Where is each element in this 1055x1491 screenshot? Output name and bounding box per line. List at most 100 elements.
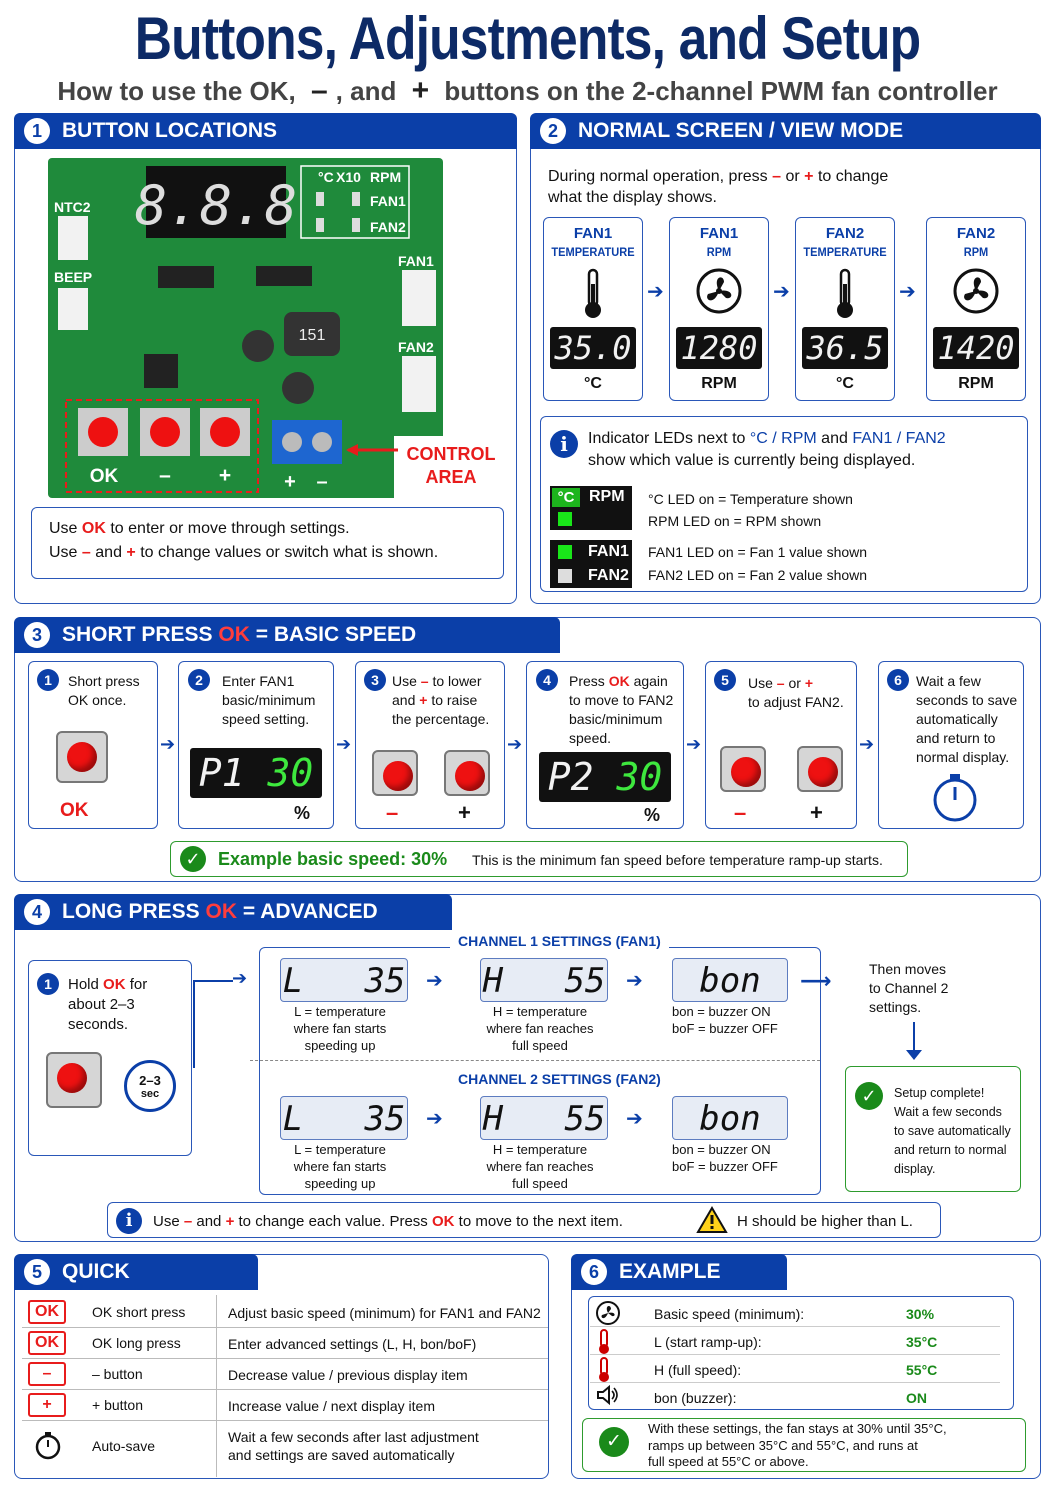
quick-ref-desc: Enter advanced settings (L, H, bon/boF) xyxy=(228,1335,476,1353)
short-arrow-2: ➔ xyxy=(336,734,352,754)
view-card-title: FAN2 xyxy=(825,225,865,242)
section2-title: NORMAL SCREEN / VIEW MODE xyxy=(578,119,904,142)
summary-l2: ramps up between 35°C and 55°C, and runs… xyxy=(648,1437,918,1453)
hold-pre: Hold xyxy=(68,976,99,993)
pcb-led xyxy=(352,192,360,206)
example-summary-text: With these settings, the fan stays at 30… xyxy=(648,1421,947,1471)
note-plus-minus: Use – and + to change values or switch w… xyxy=(49,542,438,564)
quick-ref-desc-line: Adjust basic speed (minimum) for FAN1 an… xyxy=(228,1305,541,1321)
ok-key-icon: OK xyxy=(28,1300,66,1324)
pcb-led xyxy=(316,218,324,232)
short-step-4-pre: Press xyxy=(569,673,605,689)
setting-lcd: bon xyxy=(672,958,788,1002)
example-setup-row: bon (buzzer):ON xyxy=(590,1383,1000,1411)
info-icon: i xyxy=(550,430,578,458)
led-fan1-on xyxy=(558,545,572,559)
indicator-line2: show which value is currently being disp… xyxy=(588,452,916,469)
note-ok: Use OK to enter or move through settings… xyxy=(49,518,350,540)
channel-2-title: CHANNEL 2 SETTINGS (FAN2) xyxy=(450,1071,669,1087)
example-setup-row: L (start ramp-up):35°C xyxy=(590,1327,1000,1355)
section-example-setup xyxy=(571,1254,1041,1479)
lcd-p2-unit: % xyxy=(644,805,661,825)
quick-ref-desc-line: Enter advanced settings (L, H, bon/boF) xyxy=(228,1336,477,1352)
example-setup-row: Basic speed (minimum):30% xyxy=(590,1299,1000,1327)
section3-ok: OK xyxy=(218,623,250,646)
pcb-chip xyxy=(256,266,312,286)
summary-check-icon: ✓ xyxy=(599,1427,629,1457)
setting-arrow: ➔ xyxy=(426,970,443,992)
quick-ref-name: + button xyxy=(92,1397,143,1413)
pcb-led-c: °C xyxy=(318,169,334,185)
done-l4: and return to normal xyxy=(894,1143,1007,1157)
warning-icon xyxy=(696,1206,728,1233)
led-c: °C xyxy=(552,488,580,507)
note-pm-plus: + xyxy=(126,544,136,561)
pcb-ok-label: OK xyxy=(90,466,119,487)
short-step-3-pre: Use xyxy=(392,673,417,689)
quick-ref-name: OK short press xyxy=(92,1304,186,1320)
led-fan2-label: FAN2 xyxy=(588,567,629,584)
short-step-6-l1: Wait a few xyxy=(916,673,981,689)
setting-desc-line: speeding up xyxy=(304,1038,376,1053)
stopwatch-icon xyxy=(34,1430,62,1463)
pcb-connector-beep xyxy=(58,288,88,330)
short-step-3-t1: to lower xyxy=(432,673,482,689)
hold-t1: for xyxy=(129,976,148,993)
pcb-led-frame xyxy=(300,165,410,239)
done-l3: to save automatically xyxy=(894,1124,1011,1138)
advanced-footer xyxy=(107,1202,941,1238)
short-step-5-minus: – xyxy=(776,675,785,691)
pcb-led-fan1: FAN1 xyxy=(370,193,406,209)
footer-warning-text: H should be higher than L. xyxy=(737,1213,913,1230)
short-arrow-1: ➔ xyxy=(160,734,176,754)
intro-or: or xyxy=(785,168,800,185)
setting-desc-line: L = temperature xyxy=(294,1142,386,1157)
lcd-p2: P2 30 xyxy=(539,752,671,802)
pcb-display xyxy=(146,166,286,238)
setting-desc-line: where fan reaches xyxy=(486,1021,594,1036)
quick-ref-desc: Increase value / next display item xyxy=(228,1397,435,1415)
check-icon: ✓ xyxy=(180,846,206,872)
quick-ref-desc: Wait a few seconds after last adjustment… xyxy=(228,1428,479,1464)
indicator-and: and xyxy=(821,430,848,447)
pcb-label-fan1: FAN1 xyxy=(398,253,434,269)
ok-hold-illustration xyxy=(46,1052,102,1108)
note-ok-key: OK xyxy=(81,520,106,537)
page-subtitle: How to use the OK, –, and + buttons on t… xyxy=(0,74,1055,108)
led-desc-fan1: FAN1 LED on = Fan 1 value shown xyxy=(648,544,868,560)
view-card-subtitle: RPM xyxy=(963,245,989,259)
view-card-arrow: ➔ xyxy=(899,281,916,303)
view-card-title: FAN1 xyxy=(699,225,739,242)
intro-pre: During normal operation, press xyxy=(548,168,768,185)
view-card-subtitle: TEMPERATURE xyxy=(803,245,887,259)
short-step-1-number: 1 xyxy=(37,669,59,691)
control-area-bg xyxy=(394,436,498,498)
section-quick-reference xyxy=(14,1254,549,1479)
short-step-4-l2: to move to FAN2 xyxy=(569,692,674,708)
done-l2: Wait a few seconds xyxy=(894,1105,1002,1119)
footer-and: and xyxy=(196,1213,222,1230)
setting-lcd: H 55 xyxy=(480,958,608,1002)
footer-post: to move to the next item. xyxy=(458,1213,623,1230)
short-step-6-l3: automatically xyxy=(916,711,998,727)
fan-icon xyxy=(596,1301,620,1328)
quick-ref-name: OK long press xyxy=(92,1335,181,1351)
setting-desc-line: bon = buzzer ON xyxy=(672,1142,771,1157)
lcd-p1-label: P1 xyxy=(198,751,245,795)
section1-number: 1 xyxy=(24,118,50,144)
quick-ref-desc: Adjust basic speed (minimum) for FAN1 an… xyxy=(228,1304,541,1322)
short-step-3-plus: + xyxy=(419,692,428,708)
short-step-6-l5: normal display. xyxy=(916,749,1010,765)
view-card-subtitle: RPM xyxy=(706,245,732,259)
intro-line2: what the display shows. xyxy=(548,189,717,206)
led-fan2-off xyxy=(558,569,572,583)
lcd-p2-label: P2 xyxy=(547,755,594,799)
ok-button-illustration xyxy=(56,731,108,783)
thermometer-icon xyxy=(596,1329,612,1358)
view-card-unit: °C xyxy=(584,375,602,392)
short-step-3-b1: – xyxy=(386,800,399,825)
